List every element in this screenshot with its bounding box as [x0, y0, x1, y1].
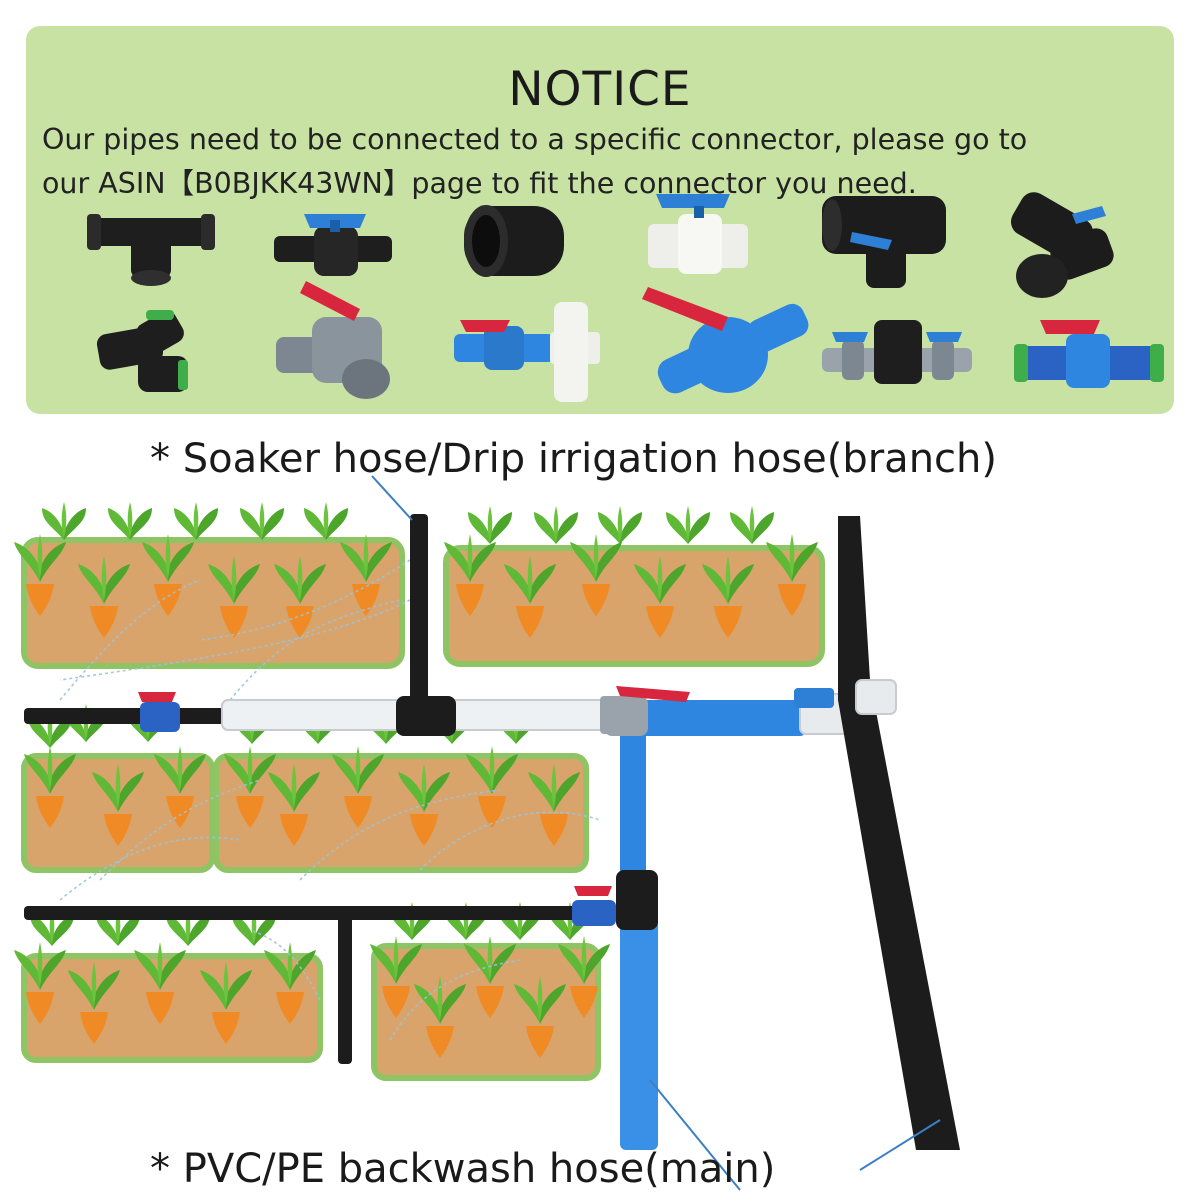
garden-bed-middle-left	[21, 753, 215, 873]
notice-line-1: Our pipes need to be connected to a spec…	[42, 123, 1028, 156]
green-ring-tee-connector-icon	[96, 310, 188, 392]
blue-valve-red-handle-icon	[1014, 320, 1164, 388]
white-pvc-manifold	[221, 696, 630, 736]
white-valve-blue-handle-icon	[648, 194, 748, 274]
notice-text: Our pipes need to be connected to a spec…	[42, 118, 1162, 206]
black-valve-blue-handle-icon	[274, 214, 392, 276]
black-tee-connector-icon	[87, 214, 215, 286]
branch-hoses	[24, 514, 584, 1064]
black-elbow-valve-icon	[1010, 192, 1114, 298]
notice-title: NOTICE	[508, 62, 692, 117]
connector-grid	[87, 192, 1164, 402]
valve-red-center	[604, 686, 690, 736]
caption-main-hose: * PVC/PE backwash hose(main)	[150, 1146, 776, 1192]
pointer-arrows	[371, 475, 941, 1191]
garden-bed-top-left	[21, 537, 405, 669]
valve-red-lower	[572, 886, 616, 926]
water-spray	[59, 559, 601, 1041]
notice-line-2: our ASIN【B0BJKK43WN】page to fit the conn…	[42, 167, 917, 200]
valve-red-left	[138, 692, 180, 732]
black-coupler-icon	[464, 205, 564, 277]
garden-bed-top-right	[443, 545, 825, 667]
caption-branch-hose: * Soaker hose/Drip irrigation hose(branc…	[150, 436, 997, 482]
blue-valve-white-tee-icon	[454, 302, 600, 402]
grey-three-way-valve-icon	[276, 281, 390, 399]
black-main-hose	[838, 516, 960, 1150]
valve-blue-right	[794, 688, 834, 708]
black-tee-valve-icon	[822, 196, 946, 288]
grey-double-valve-tee-icon	[822, 320, 972, 384]
blue-ball-valve-red-handle-icon	[642, 287, 809, 394]
